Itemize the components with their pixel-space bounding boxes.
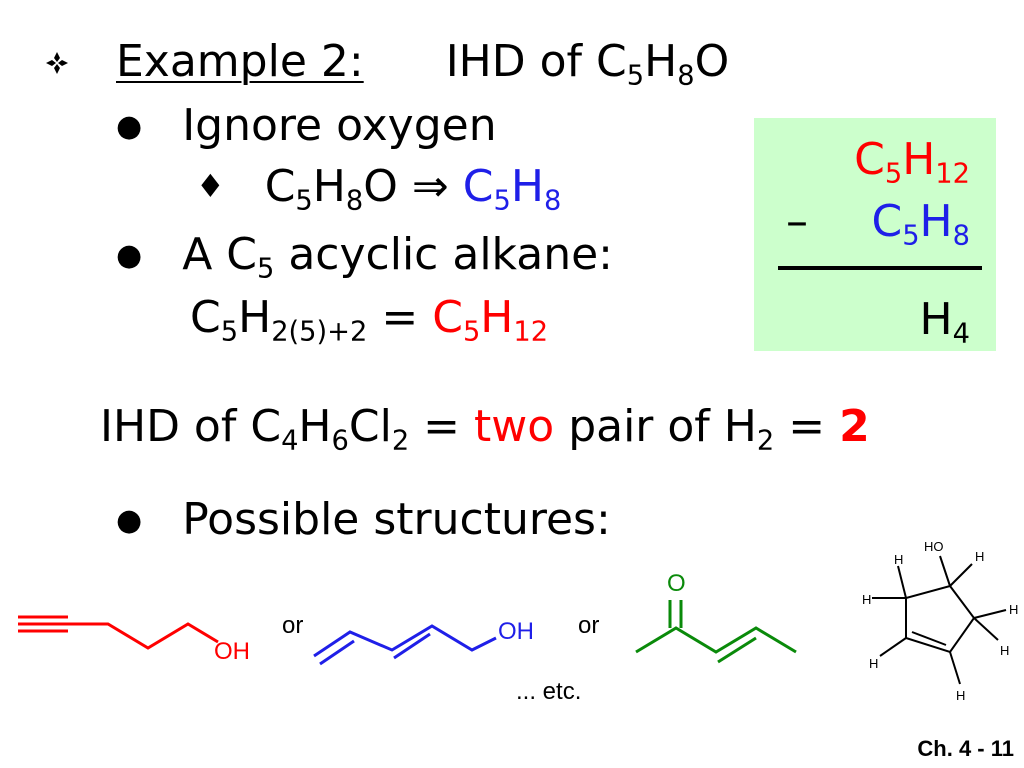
structure-enone <box>635 600 797 664</box>
ignore-oxygen-text: Ignore oxygen <box>182 100 497 151</box>
box-top-formula: C5H12 <box>854 134 970 190</box>
structure-dienol <box>313 624 497 666</box>
implies-arrow: ⇒ <box>411 161 449 212</box>
formula-reduction: ♦C5H8O ⇒ C5H8 <box>196 161 562 217</box>
ihd-value: 2 <box>839 401 870 452</box>
bullet-dot: ● <box>116 238 143 273</box>
s4-h-label: H <box>975 549 985 564</box>
reduced-formula: C5H8 <box>462 161 562 217</box>
ihd-conclusion: IHD of C4H6Cl2 = two pair of H2 = 2 <box>100 401 870 457</box>
title-ihd: IHD of C <box>445 36 627 87</box>
structure-pentynol <box>18 615 219 650</box>
or-label-2: or <box>578 612 600 639</box>
s4-h-label: H <box>1000 643 1010 658</box>
s4-h-label: H <box>894 552 904 567</box>
s4-h-label: H <box>956 688 966 703</box>
s3-o-label: O <box>667 570 686 597</box>
bullet-line-acyclic: ●A C5 acyclic alkane: <box>116 229 613 285</box>
box-divider <box>778 266 982 270</box>
s4-h-label: H <box>869 656 879 671</box>
box-result: H4 <box>919 294 970 350</box>
bullet-dot: ● <box>116 503 143 538</box>
bullet-line-structures: ●Possible structures: <box>116 494 611 545</box>
slide-footer: Ch. 4 - 11 <box>917 736 1014 761</box>
box-minus: – <box>786 196 808 247</box>
s4-h-label: H <box>1009 602 1019 617</box>
bullet-diamond: ♦ <box>196 167 225 205</box>
subtraction-box <box>754 118 996 351</box>
alkane-result: C5H12 <box>432 292 549 348</box>
bullet-line-ignore-oxygen: ●Ignore oxygen <box>116 104 497 148</box>
alkane-formula: C5H2(5)+2 = C5H12 <box>190 292 549 348</box>
s4-h-label: H <box>862 592 872 607</box>
s4-ho-label: HO <box>924 539 944 554</box>
title-label: Example 2: <box>116 36 364 87</box>
two-word: two <box>474 401 555 452</box>
bullet-diamond-icon <box>44 50 70 80</box>
slide-title: Example 2:IHD of C5H8O <box>116 36 730 92</box>
etc-label: ... etc. <box>516 678 582 705</box>
bullet-dot: ● <box>116 109 143 144</box>
box-mid-formula: C5H8 <box>871 196 970 252</box>
or-label-1: or <box>282 612 304 639</box>
structure-cyclopentenol <box>872 555 1007 685</box>
s2-oh-label: OH <box>498 618 534 645</box>
s1-oh-label: OH <box>214 638 250 665</box>
